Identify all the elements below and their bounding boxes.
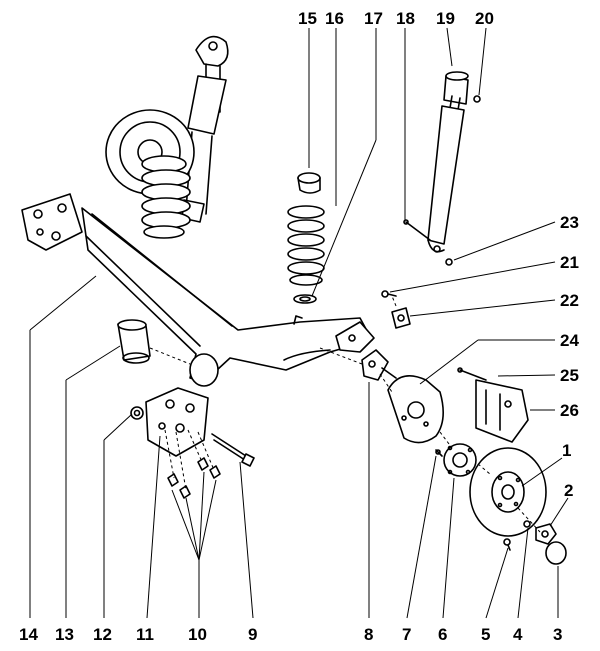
screw-21: [381, 290, 397, 298]
brake-caliper: [475, 379, 529, 443]
hub-nut: [535, 523, 557, 545]
label-8: 8: [364, 625, 374, 644]
brake-backing-plate: [387, 374, 444, 444]
bracket-bolts: [167, 457, 221, 499]
coil-spring-16: [287, 205, 325, 286]
lower-spring-seat: [293, 294, 317, 304]
axle-bushing: [117, 319, 151, 364]
brake-disc: [469, 447, 547, 537]
label-19: 19: [436, 9, 455, 28]
washer-4: [523, 520, 531, 528]
caliper-bolt-25: [457, 367, 487, 381]
label-21: 21: [560, 253, 579, 272]
upper-left-bracket: [21, 193, 83, 251]
nut-23: [445, 258, 453, 266]
bolt-7: [435, 449, 443, 457]
label-23: 23: [560, 213, 579, 232]
label-16: 16: [325, 9, 344, 28]
label-12: 12: [93, 625, 112, 644]
top-nut-20: [473, 95, 481, 103]
label-1: 1: [562, 441, 572, 460]
label-24: 24: [560, 331, 579, 350]
label-25: 25: [560, 366, 579, 385]
shock-absorber-19: [427, 71, 469, 253]
label-9: 9: [248, 625, 258, 644]
assembled-coil-spring: [141, 155, 191, 239]
shock-bolt-18: [403, 219, 431, 241]
nut-12: [130, 406, 144, 420]
label-13: 13: [55, 625, 74, 644]
screw-5: [503, 538, 511, 551]
lower-mounting-bracket: [145, 387, 209, 457]
wheel-hub: [443, 443, 477, 477]
bushing-22: [391, 307, 411, 329]
label-26: 26: [560, 401, 579, 420]
dust-cap: [545, 541, 567, 565]
long-bolt: [211, 433, 255, 467]
label-2: 2: [564, 481, 574, 500]
label-3: 3: [553, 625, 563, 644]
label-17: 17: [364, 9, 383, 28]
label-10: 10: [188, 625, 207, 644]
label-7: 7: [402, 625, 412, 644]
stub-axle: [361, 349, 397, 381]
label-20: 20: [475, 9, 494, 28]
label-6: 6: [438, 625, 448, 644]
leader-lines: [29, 27, 569, 619]
label-5: 5: [481, 625, 491, 644]
label-18: 18: [396, 9, 415, 28]
label-14: 14: [19, 625, 38, 644]
label-11: 11: [136, 625, 154, 644]
label-22: 22: [560, 291, 579, 310]
rear-axle-beam: [81, 207, 375, 387]
label-4: 4: [513, 625, 523, 644]
label-15: 15: [298, 9, 317, 28]
alignment-lines: [149, 295, 541, 533]
spring-seat-15: [297, 172, 321, 194]
